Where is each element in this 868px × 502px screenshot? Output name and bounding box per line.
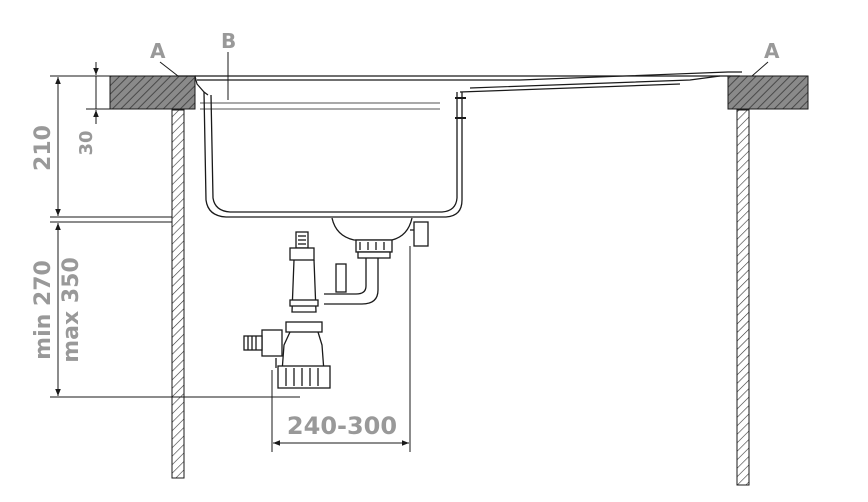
- label-countertop-left: A: [150, 39, 166, 63]
- dimension-lines: [50, 52, 769, 452]
- countertop-left: [109, 75, 196, 110]
- dimension-siphon-min: min 270: [31, 260, 56, 360]
- dimension-countertop-thickness: 30: [76, 130, 97, 155]
- cabinet-wall-right: [736, 109, 750, 486]
- siphon: [243, 231, 379, 389]
- sink-drain: [331, 217, 429, 259]
- cabinet-wall-left: [171, 109, 185, 479]
- dimension-bowl-height: 210: [31, 125, 56, 171]
- countertop-right: [727, 75, 809, 110]
- dimension-siphon-offset: 240-300: [287, 412, 397, 440]
- sink-bowl: [203, 91, 463, 218]
- label-countertop-right: A: [764, 39, 780, 63]
- dimension-siphon-max: max 350: [59, 257, 84, 363]
- sink-rim-and-drainer: [110, 71, 742, 119]
- label-sink-bowl: B: [221, 29, 236, 53]
